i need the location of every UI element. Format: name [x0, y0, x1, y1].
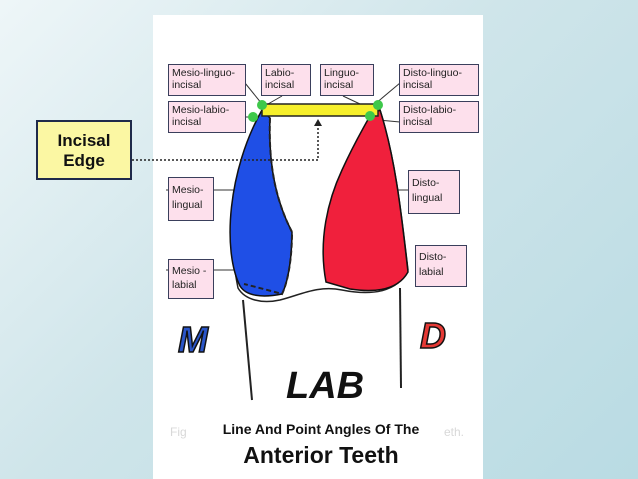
point-marker-mesio-labio-incisal: [248, 112, 258, 122]
point-angle-markers: [248, 100, 383, 122]
incisal-edge-leader: [132, 124, 319, 161]
label-mesio-linguo-incisal: Mesio-linguo- incisal: [168, 64, 246, 96]
distal-letter: D: [420, 315, 446, 356]
tooth-roots: [242, 287, 402, 401]
caption-line-1: Line And Point Angles Of The: [222, 421, 420, 437]
mesial-letter: M: [178, 319, 209, 360]
label-mesio-lingual: Mesio- lingual: [168, 177, 214, 221]
label-disto-labial: Disto- labial: [415, 245, 467, 287]
point-marker-mesio-linguo-incisal: [257, 100, 267, 110]
label-linguo-incisal: Linguo- incisal: [320, 64, 374, 96]
label-mesio-labial: Mesio - labial: [168, 259, 214, 299]
point-marker-disto-labio-incisal: [365, 111, 375, 121]
point-marker-disto-linguo-incisal: [373, 100, 383, 110]
incisal-edge-callout: Incisal Edge: [36, 120, 132, 180]
faded-caption-left: Fig: [170, 425, 187, 439]
caption-line-2: Anterior Teeth: [243, 442, 399, 468]
label-mesio-labio-incisal: Mesio-labio- incisal: [168, 101, 246, 133]
label-disto-linguo-incisal: Disto-linguo- incisal: [399, 64, 479, 96]
label-disto-labio-incisal: Disto-labio- incisal: [399, 101, 479, 133]
incisal-edge-arrow: [314, 119, 322, 126]
labial-letters: LAB: [286, 365, 364, 407]
label-disto-lingual: Disto- lingual: [408, 170, 460, 214]
distal-region: [322, 108, 409, 292]
incisal-edge-bar: [261, 103, 379, 117]
mesial-dashed-boundary: [243, 117, 294, 296]
label-labio-incisal: Labio- incisal: [261, 64, 311, 96]
faded-caption-right: eth.: [444, 425, 465, 439]
